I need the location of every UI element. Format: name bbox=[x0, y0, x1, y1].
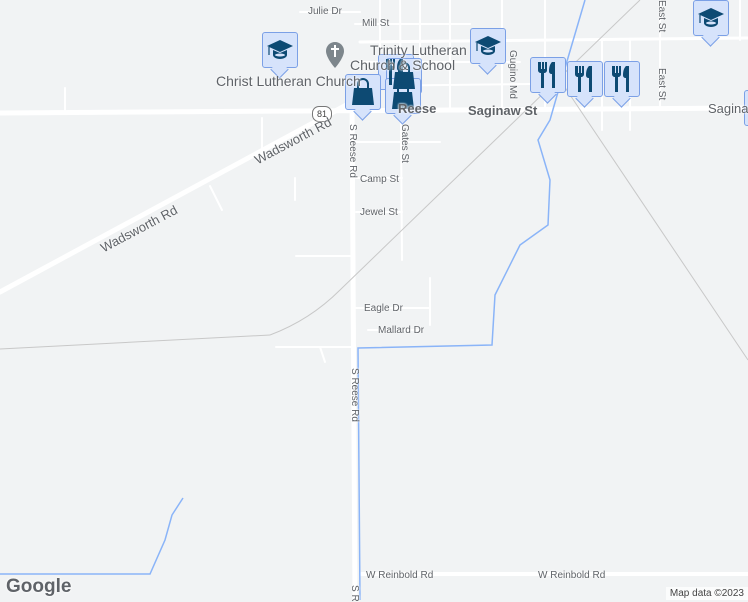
street-label: W Reinbold Rd bbox=[366, 570, 434, 581]
street-label: S Reese Rd bbox=[349, 368, 360, 422]
street-label: Eagle Dr bbox=[364, 303, 403, 314]
street-label: Sagina bbox=[708, 101, 748, 116]
google-logo: Google bbox=[6, 576, 72, 597]
graduation-cap-icon bbox=[267, 40, 293, 59]
street-label: Mill St bbox=[362, 18, 390, 29]
graduation-cap-icon bbox=[475, 36, 501, 55]
shopping-marker[interactable] bbox=[345, 74, 381, 110]
street-label: East St bbox=[656, 0, 667, 33]
rail-lines bbox=[0, 0, 748, 361]
route-81-shield: 81 bbox=[312, 106, 332, 122]
street-label: Gates St bbox=[399, 124, 410, 163]
street-label: Julie Dr bbox=[308, 6, 342, 17]
street-label: W Reinbold Rd bbox=[538, 570, 606, 581]
place-label[interactable]: Christ Lutheran Church bbox=[216, 73, 361, 89]
waterways bbox=[0, 0, 586, 600]
street-label: Jewel St bbox=[360, 207, 398, 218]
street-label: S Reese Rd bbox=[347, 124, 358, 178]
fork-knife-icon bbox=[575, 66, 592, 92]
street-label: East St bbox=[656, 68, 667, 101]
fork-knife-icon bbox=[612, 66, 629, 92]
school-marker[interactable] bbox=[262, 32, 298, 68]
street-label: S R bbox=[349, 585, 360, 602]
map-attribution[interactable]: Map data ©2023 bbox=[665, 587, 748, 600]
school-marker[interactable] bbox=[693, 0, 729, 36]
church-pin-icon[interactable] bbox=[326, 42, 344, 68]
offscreen-marker[interactable] bbox=[744, 90, 748, 126]
street-label: Saginaw St bbox=[468, 103, 538, 118]
shopping-bag-icon bbox=[352, 78, 374, 105]
graduation-cap-icon bbox=[698, 8, 724, 27]
place-label[interactable]: Trinity Lutheran bbox=[370, 42, 467, 58]
shopping-bag-icon bbox=[392, 82, 414, 109]
town-label: Reese bbox=[398, 101, 437, 116]
street-label: Gugino Md bbox=[507, 50, 518, 99]
restaurant-marker[interactable] bbox=[567, 61, 603, 97]
street-label: Camp St bbox=[360, 174, 399, 185]
street-label: Mallard Dr bbox=[378, 325, 425, 336]
shopping-marker[interactable] bbox=[386, 58, 422, 94]
restaurant-marker[interactable] bbox=[530, 57, 566, 93]
shopping-marker[interactable] bbox=[385, 78, 421, 114]
restaurant-marker[interactable] bbox=[604, 61, 640, 97]
place-label[interactable]: Church & School bbox=[350, 57, 456, 73]
school-marker[interactable] bbox=[470, 28, 506, 64]
fork-knife-icon bbox=[538, 62, 555, 88]
